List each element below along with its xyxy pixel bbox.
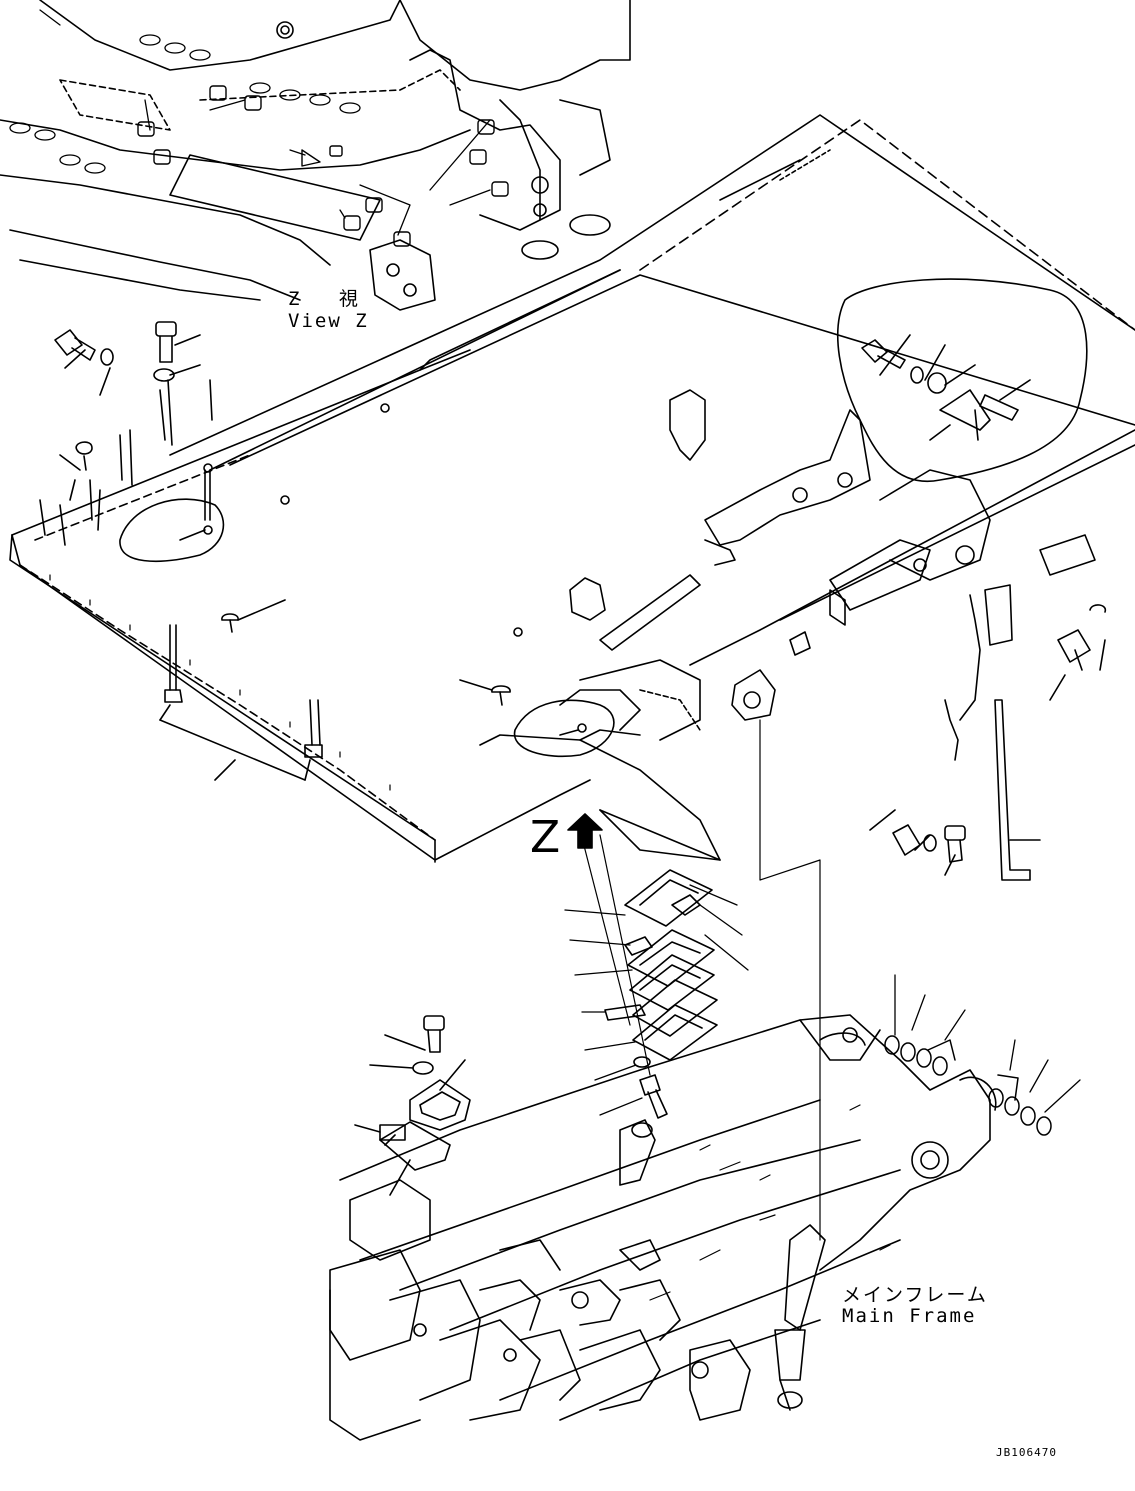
- drawing-code: JB106470: [996, 1446, 1057, 1459]
- main-frame: [329, 1014, 997, 1441]
- z-marker-label: Z: [530, 812, 561, 863]
- view-z-inset: [0, 0, 631, 311]
- view-z-label-en: View Z: [288, 310, 369, 332]
- main-frame-label-jp: メインフレーム: [842, 1284, 988, 1306]
- frame-hardware: [861, 334, 1107, 1136]
- z-arrow-icon: [567, 813, 603, 849]
- lower-cushion-group: [354, 1015, 471, 1196]
- shim-stack: [564, 719, 821, 1241]
- view-z-label-jp: Z 視: [288, 288, 372, 310]
- main-frame-label-en: Main Frame: [842, 1305, 977, 1327]
- deck-hardware: [39, 321, 587, 781]
- floor-deck: [9, 114, 1135, 863]
